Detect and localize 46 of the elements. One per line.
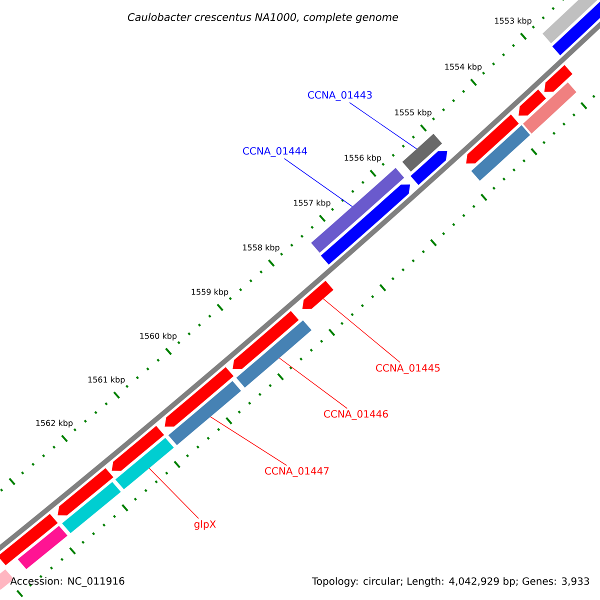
gene-bar	[18, 526, 68, 570]
scale-label: 1561 kbp	[88, 376, 125, 384]
leader-line	[284, 158, 353, 207]
leader-line	[210, 416, 288, 466]
gene-bar	[232, 311, 299, 370]
gene-label: glpX	[194, 520, 216, 530]
gene-bar	[552, 0, 600, 56]
leader-line	[322, 298, 400, 363]
scale-label: 1556 kbp	[344, 154, 382, 162]
gene-bar	[542, 0, 600, 44]
gene-bar	[115, 438, 174, 490]
scale-label: 1553 kbp	[495, 18, 532, 26]
gene-bar	[471, 125, 530, 181]
leader-line	[148, 468, 199, 519]
scale-label: 1557 kbp	[294, 200, 330, 208]
gene-bar	[402, 134, 442, 172]
leader-line	[349, 102, 418, 150]
gene-bar	[518, 89, 546, 116]
gene-bar	[0, 514, 58, 566]
leader-line	[278, 358, 348, 409]
title: Caulobacter crescentus NA1000, complete genome	[128, 12, 398, 24]
gene-bar	[410, 151, 448, 185]
gene-bar	[544, 64, 572, 92]
gene-bar	[58, 468, 114, 516]
scale-label: 1558 kbp	[243, 244, 280, 252]
gene-bar	[164, 367, 234, 427]
gene-label: CCNA_01447	[265, 467, 329, 477]
scale-label: 1555 kbp	[395, 109, 432, 117]
gene-bar	[302, 280, 334, 309]
accession-label: Accession: NC_011916	[10, 577, 124, 587]
gene-label: CCNA_01446	[324, 410, 388, 420]
gene-bar	[168, 381, 242, 446]
scale-label: 1560 kbp	[140, 332, 177, 340]
scale-label: 1562 kbp	[36, 420, 73, 428]
genome-stats-label: Topology: circular; Length: 4,042,929 bp; Genes: 3,933	[310, 575, 592, 589]
gene-bar	[62, 482, 121, 534]
gene-bar	[523, 82, 576, 134]
scale-label: 1559 kbp	[192, 288, 228, 296]
scale-label: 1554 kbp	[445, 64, 482, 72]
gene-label: CCNA_01444	[243, 147, 307, 157]
gene-bar	[466, 114, 519, 164]
gene-label: CCNA_01443	[308, 91, 372, 101]
gene-label: CCNA_01445	[376, 364, 440, 374]
gene-bar	[311, 168, 404, 253]
gene-bar	[236, 320, 312, 388]
gene-bar	[112, 426, 164, 471]
